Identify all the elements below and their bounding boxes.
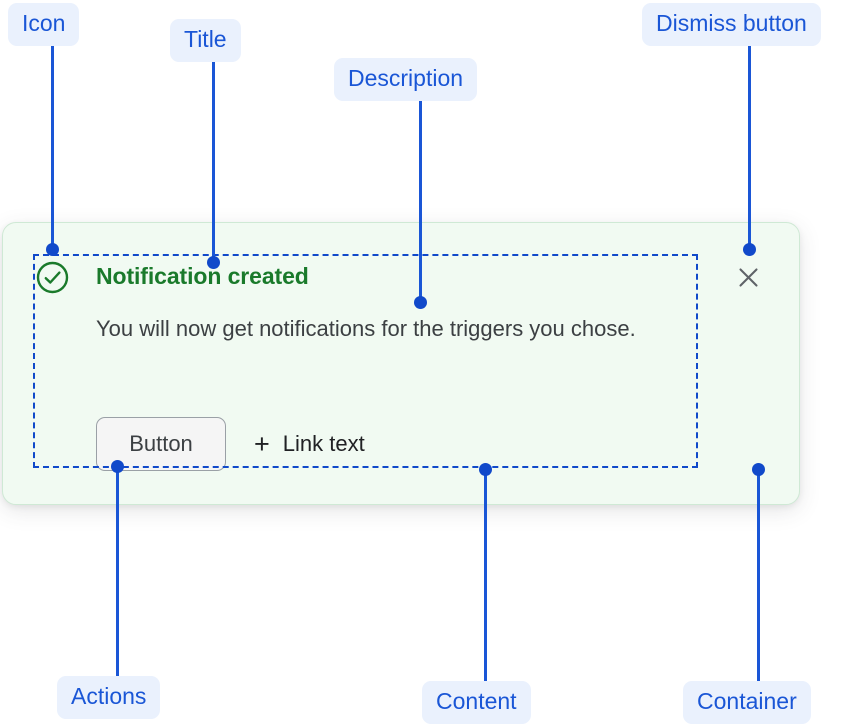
leader-line-content: [484, 470, 487, 681]
leader-line-description: [419, 98, 422, 303]
callout-actions: Actions: [57, 676, 161, 719]
callout-description: Description: [334, 58, 478, 101]
leader-dot-content: [479, 463, 492, 476]
leader-dot-container: [752, 463, 765, 476]
leader-dot-icon: [46, 243, 59, 256]
leader-line-container: [757, 470, 760, 681]
leader-line-actions: [116, 468, 119, 676]
leader-dot-actions: [111, 460, 124, 473]
toast-link-label: Link text: [282, 431, 365, 456]
toast-action-link[interactable]: + Link text: [254, 428, 365, 459]
leader-line-dismiss: [748, 43, 751, 250]
callout-content: Content: [422, 681, 531, 724]
check-circle-icon: [36, 261, 69, 294]
callout-dismiss: Dismiss button: [642, 3, 821, 46]
leader-dot-description: [414, 296, 427, 309]
callout-icon: Icon: [8, 3, 80, 46]
dismiss-button[interactable]: [732, 261, 765, 294]
plus-icon: +: [254, 428, 270, 459]
toast-description: You will now get notifications for the t…: [96, 316, 636, 341]
leader-line-icon: [51, 43, 54, 250]
toast-title: Notification created: [96, 263, 309, 289]
leader-dot-dismiss: [743, 243, 756, 256]
callout-container: Container: [683, 681, 811, 724]
leader-dot-title: [207, 256, 220, 269]
close-icon: [739, 268, 758, 287]
toast-actions: Button + Link text: [96, 417, 365, 471]
leader-line-title: [212, 59, 215, 263]
callout-title: Title: [170, 19, 241, 62]
